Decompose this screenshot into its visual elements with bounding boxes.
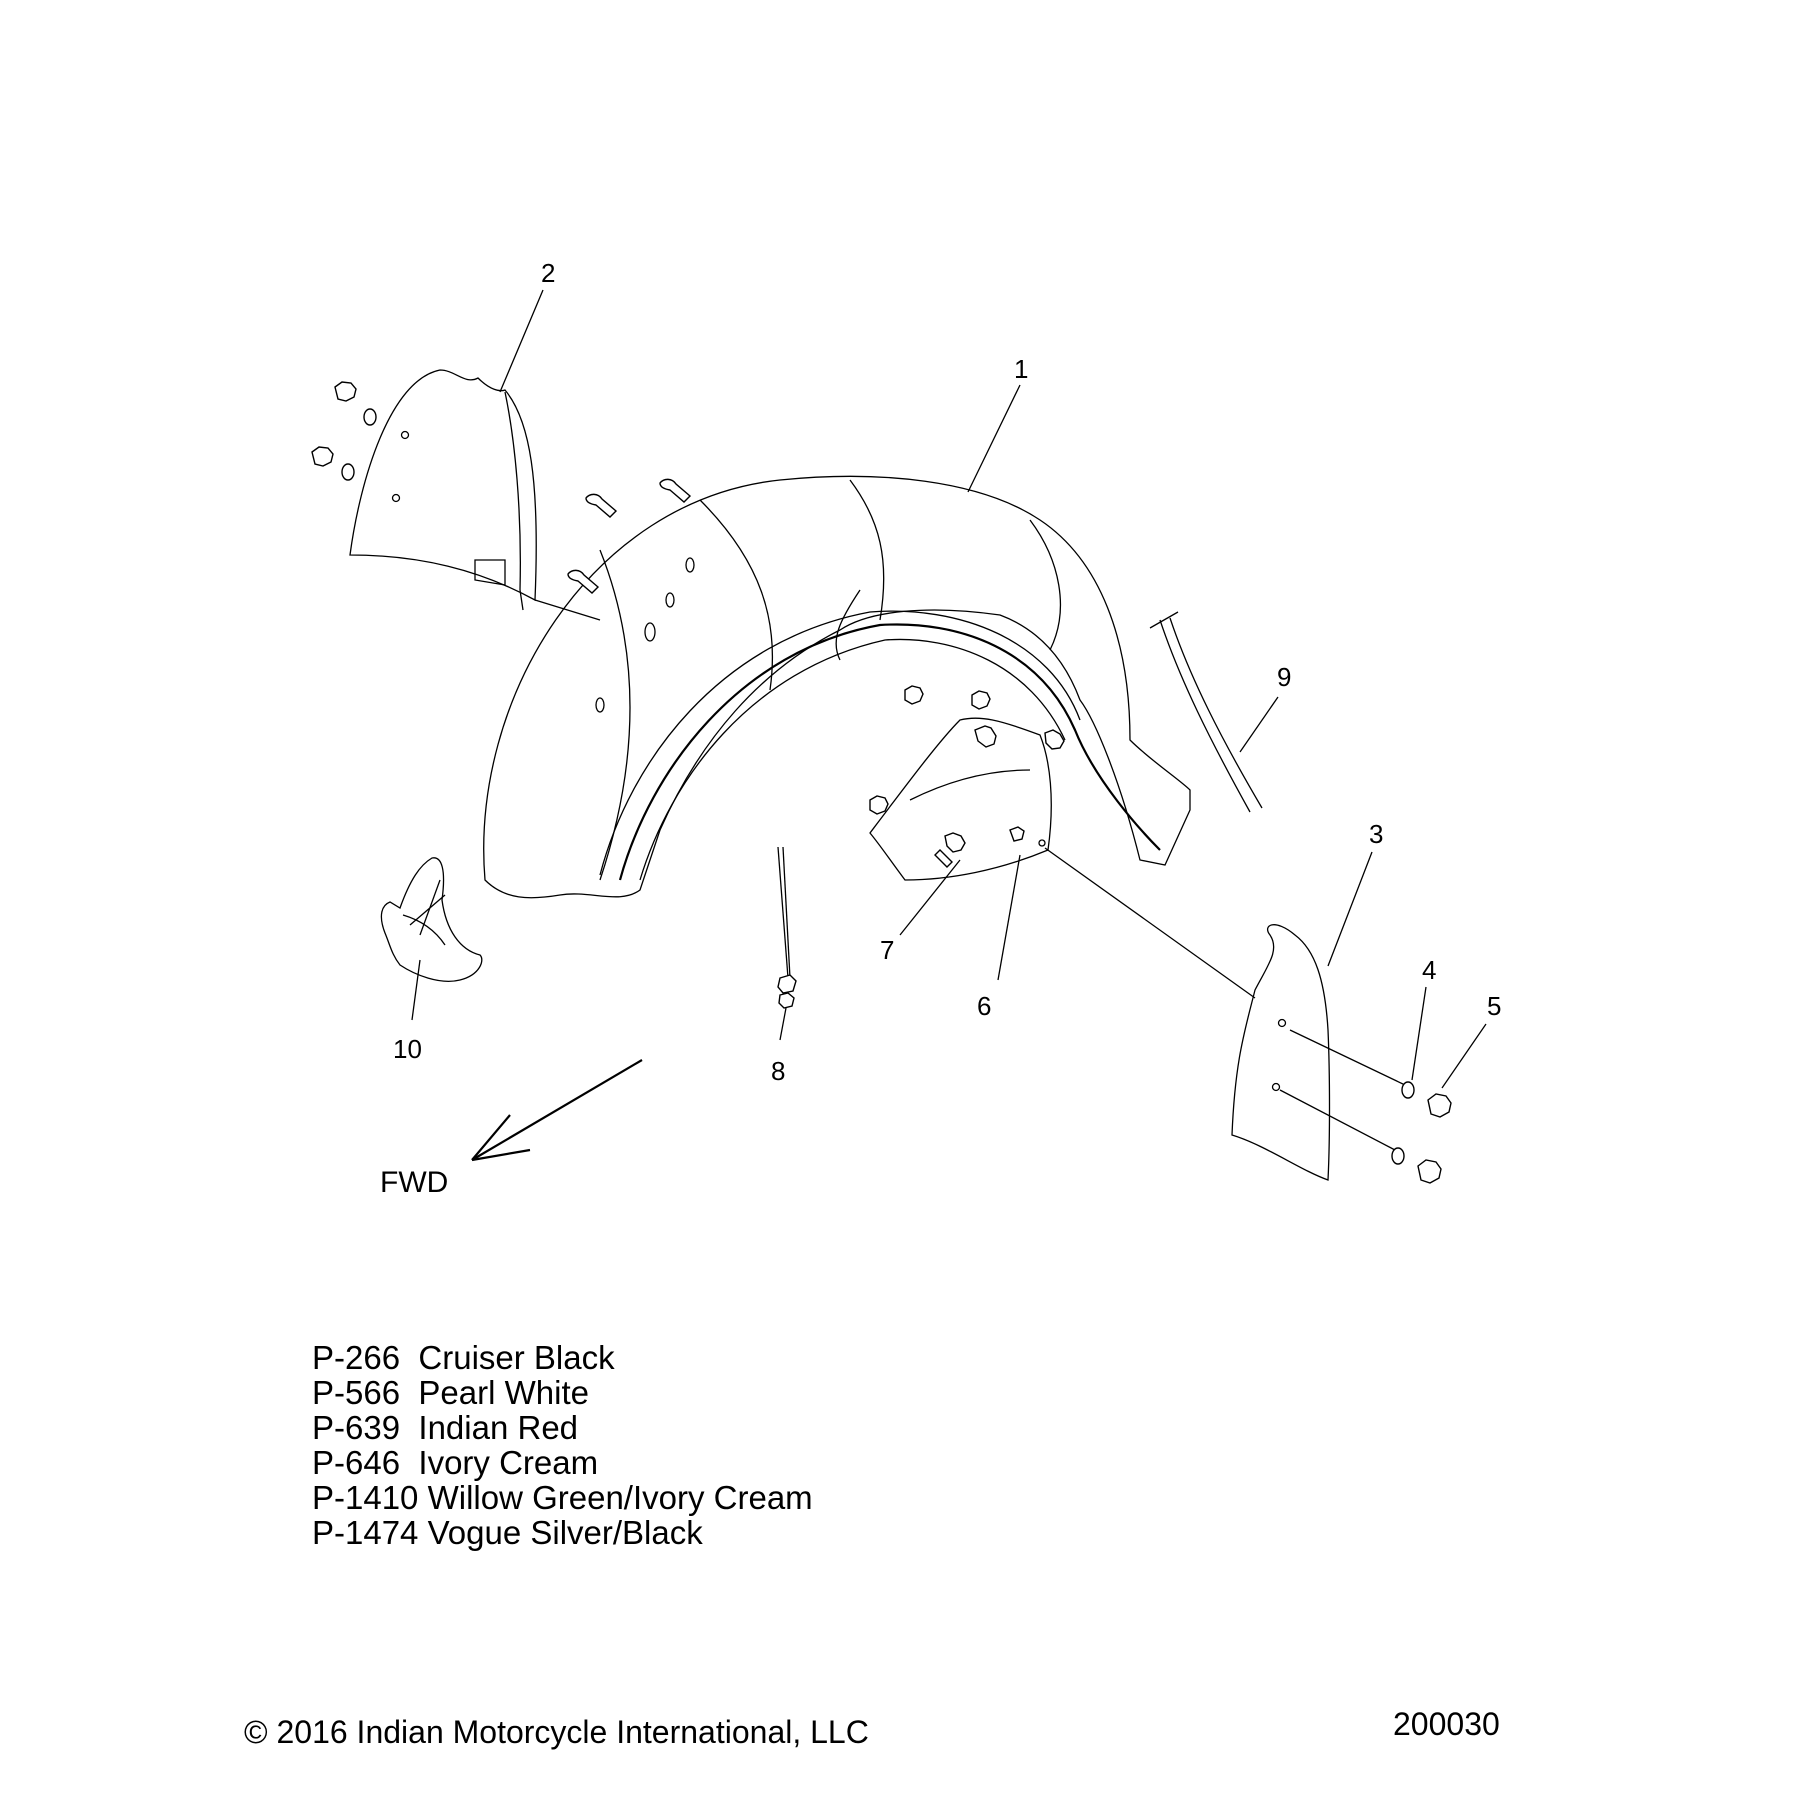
paint-name: Pearl White	[418, 1374, 589, 1411]
paint-row: P-566 Pearl White	[312, 1375, 813, 1410]
paint-row: P-646 Ivory Cream	[312, 1445, 813, 1480]
callout-labels: 1 2 3 4 5 6 7 8 9 10 FWD	[380, 258, 1501, 1199]
callout-7: 7	[880, 935, 894, 965]
paint-name: Ivory Cream	[418, 1444, 599, 1481]
callout-5: 5	[1487, 991, 1501, 1021]
paint-name: Indian Red	[418, 1409, 579, 1446]
paint-name: Willow Green/Ivory Cream	[427, 1479, 813, 1516]
paint-name: Vogue Silver/Black	[427, 1514, 703, 1551]
paint-code: P-1474	[312, 1514, 419, 1551]
fender-tip-rear	[311, 369, 537, 611]
paint-row: P-1410 Willow Green/Ivory Cream	[312, 1480, 813, 1515]
callout-10: 10	[393, 1034, 422, 1064]
fender-bracket	[869, 685, 1256, 999]
callout-8: 8	[771, 1056, 785, 1086]
paint-row: P-266 Cruiser Black	[312, 1340, 813, 1375]
paint-code: P-266	[312, 1339, 401, 1376]
trim-strip	[1149, 611, 1263, 813]
paint-code: P-646	[312, 1444, 401, 1481]
fender-ornament	[380, 857, 483, 982]
paint-name: Cruiser Black	[418, 1339, 615, 1376]
callout-9: 9	[1277, 662, 1291, 692]
forward-label: FWD	[380, 1166, 448, 1199]
paint-code: P-1410	[312, 1479, 419, 1516]
callout-3: 3	[1369, 819, 1383, 849]
callout-1: 1	[1014, 354, 1028, 384]
fender-tip-front	[1231, 924, 1452, 1184]
leader-lines	[411, 289, 1487, 1089]
paint-code: P-566	[312, 1374, 401, 1411]
mounting-bolts	[534, 478, 692, 621]
paint-code-list: P-266 Cruiser Black P-566 Pearl White P-…	[312, 1340, 813, 1550]
paint-row: P-639 Indian Red	[312, 1410, 813, 1445]
callout-6: 6	[977, 991, 991, 1021]
forward-arrow	[471, 1059, 643, 1162]
callout-2: 2	[541, 258, 555, 288]
copyright-notice: © 2016 Indian Motorcycle International, …	[244, 1714, 869, 1750]
callout-4: 4	[1422, 955, 1436, 985]
paint-row: P-1474 Vogue Silver/Black	[312, 1515, 813, 1550]
fender-cable	[777, 846, 797, 1009]
paint-code: P-639	[312, 1409, 401, 1446]
fender-main	[483, 475, 1191, 899]
drawing-number: 200030	[1393, 1706, 1500, 1742]
